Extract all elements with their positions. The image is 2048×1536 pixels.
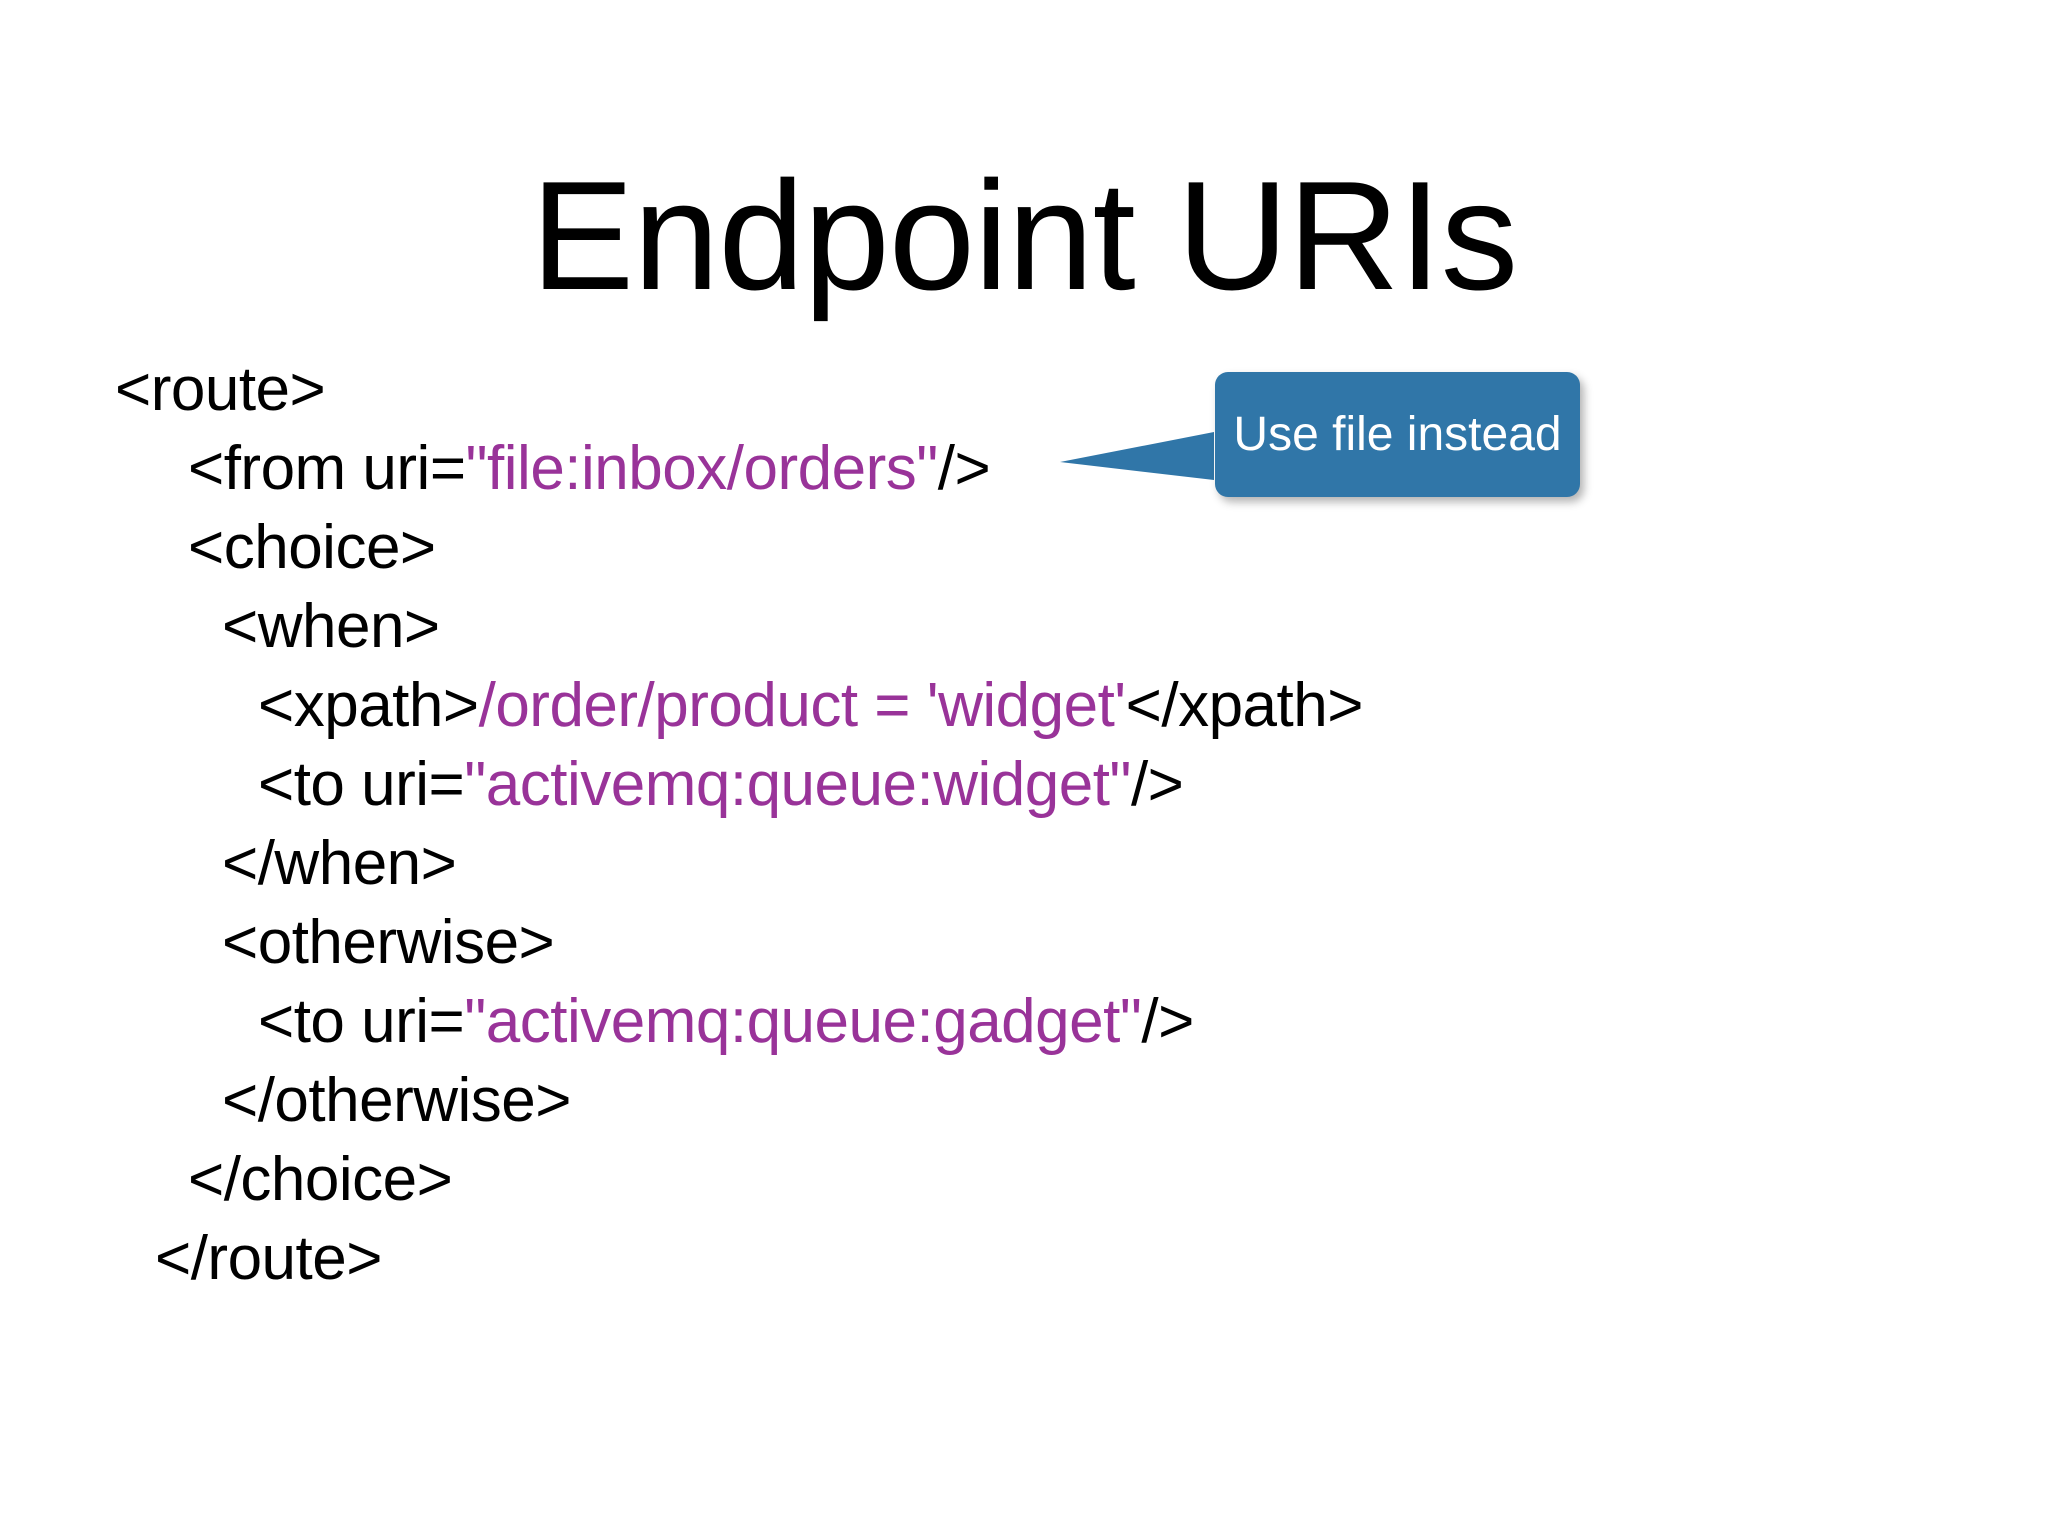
code-line: <xpath>/order/product = 'widget'</xpath> bbox=[0, 666, 2048, 745]
code-line: <otherwise> bbox=[0, 903, 2048, 982]
code-tag-segment: </otherwise> bbox=[222, 1066, 572, 1135]
code-tag-segment: <when> bbox=[222, 592, 440, 661]
code-line: </route> bbox=[0, 1219, 2048, 1298]
code-line: <to uri="activemq:queue:widget"/> bbox=[0, 745, 2048, 824]
code-tag-segment: /> bbox=[1141, 987, 1194, 1056]
code-tag-segment: /> bbox=[1130, 750, 1184, 819]
code-tag-segment: <otherwise> bbox=[222, 908, 555, 977]
callout-tail bbox=[1060, 432, 1214, 480]
code-tag-segment: <choice> bbox=[188, 513, 436, 582]
code-tag-segment: <to uri= bbox=[258, 987, 465, 1056]
code-line: <choice> bbox=[0, 508, 2048, 587]
code-tag-segment: <route> bbox=[115, 355, 326, 424]
code-literal-segment: /order/product = 'widget' bbox=[478, 671, 1127, 740]
callout-tail-shape bbox=[1060, 432, 1214, 480]
slide-title: Endpoint URIs bbox=[530, 149, 1518, 322]
code-literal-segment: "activemq:queue:widget" bbox=[464, 750, 1131, 819]
code-literal-segment: "file:inbox/orders" bbox=[465, 434, 939, 503]
code-line: <to uri="activemq:queue:gadget"/> bbox=[0, 982, 2048, 1061]
code-tag-segment: </route> bbox=[155, 1224, 382, 1293]
code-tag-segment: <from uri= bbox=[188, 434, 466, 503]
code-tag-segment: </when> bbox=[222, 829, 457, 898]
code-tag-segment: <to uri= bbox=[258, 750, 465, 819]
callout-text: Use file instead bbox=[1233, 408, 1562, 461]
code-line: </when> bbox=[0, 824, 2048, 903]
code-line: </otherwise> bbox=[0, 1061, 2048, 1140]
code-tag-segment: <xpath> bbox=[258, 671, 479, 740]
code-literal-segment: "activemq:queue:gadget" bbox=[464, 987, 1142, 1056]
code-tag-segment: /> bbox=[937, 434, 991, 503]
code-line: <from uri="file:inbox/orders"/> bbox=[0, 429, 2048, 508]
xml-code-block: <route><from uri="file:inbox/orders"/><c… bbox=[0, 350, 2048, 1298]
code-tag-segment: </xpath> bbox=[1125, 671, 1364, 740]
code-line: <route> bbox=[0, 350, 2048, 429]
code-tag-segment: </choice> bbox=[188, 1145, 453, 1214]
code-line: <when> bbox=[0, 587, 2048, 666]
callout-bubble: Use file instead bbox=[1215, 372, 1580, 497]
code-line: </choice> bbox=[0, 1140, 2048, 1219]
